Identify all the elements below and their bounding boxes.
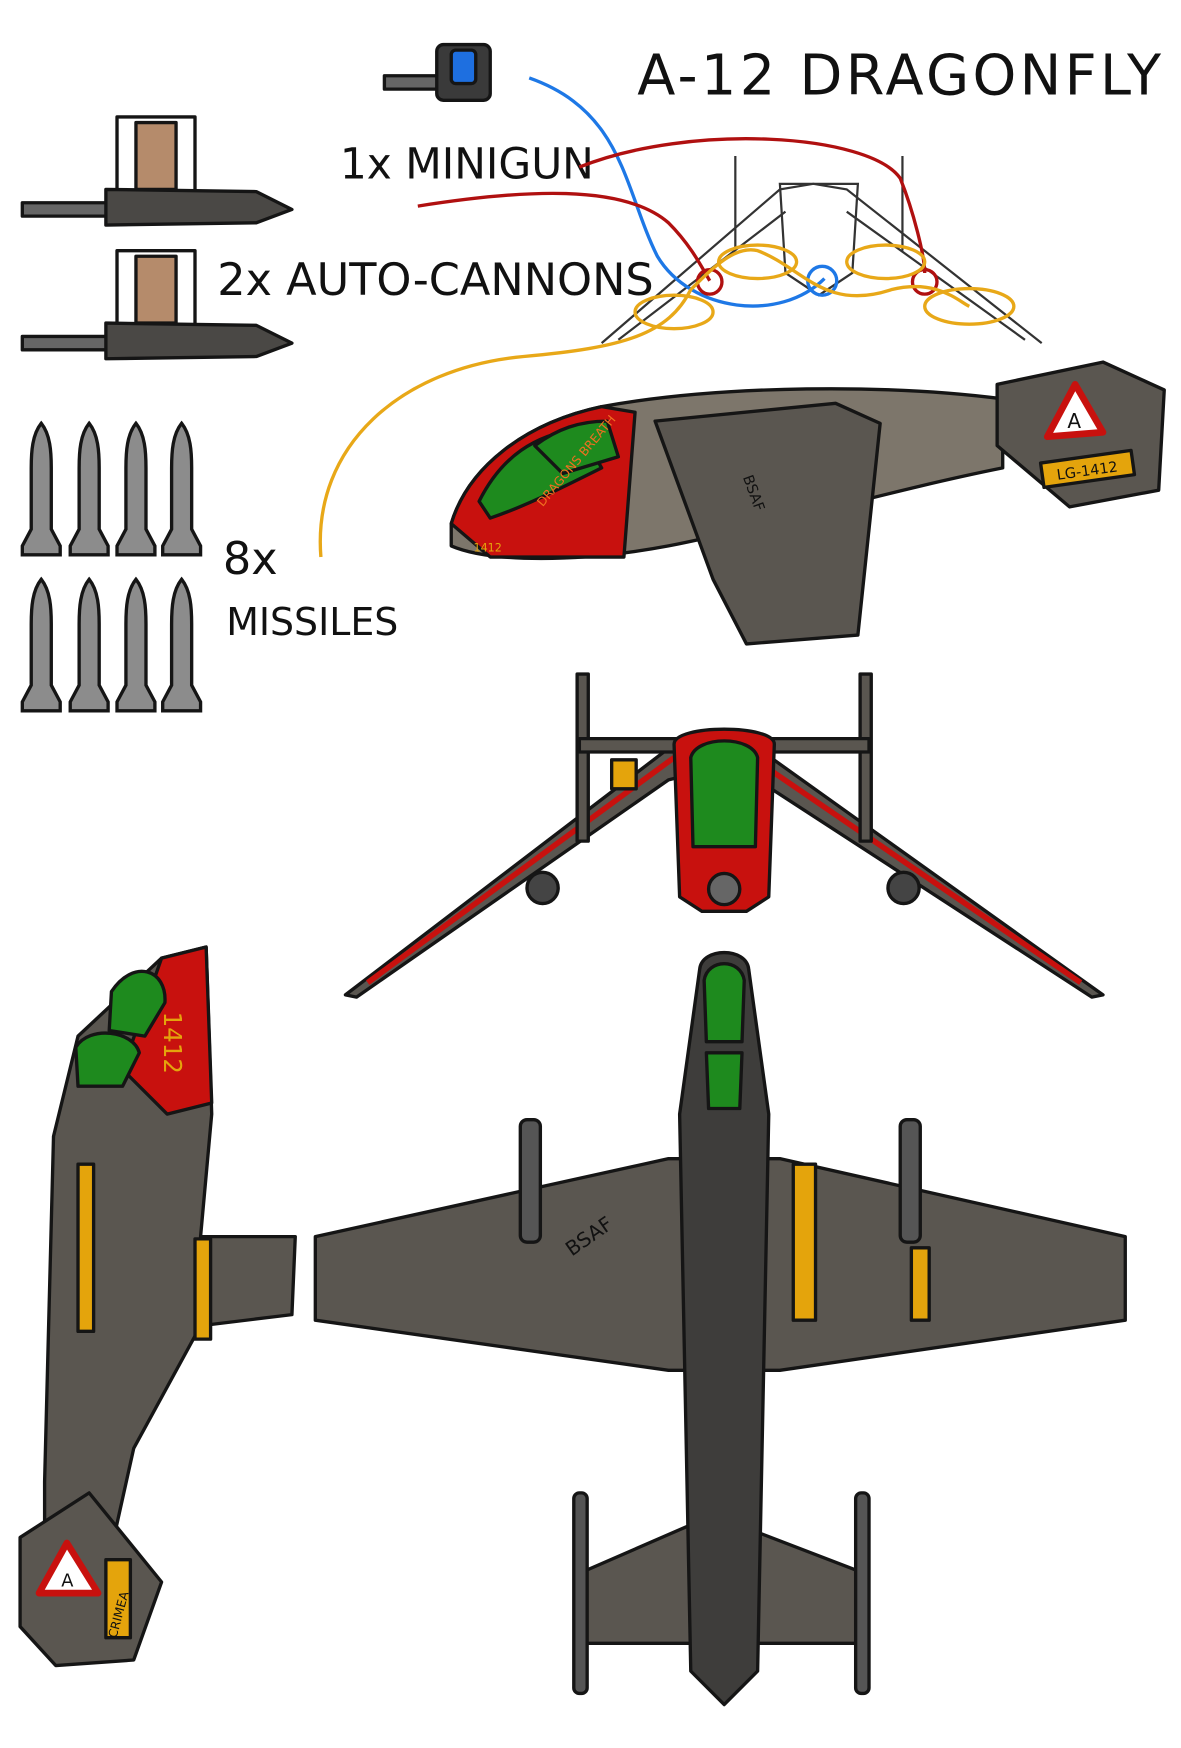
missile-icon [161, 420, 203, 557]
minigun-label: 1x MINIGUN [340, 139, 594, 188]
wireframe-front-view [600, 155, 1043, 345]
missiles-name-label: MISSILES [226, 600, 398, 644]
missile-icon [68, 576, 110, 713]
front-view-aircraft [343, 672, 1105, 999]
missile-callout-line [318, 243, 1016, 558]
missile-icon [115, 576, 157, 713]
missiles-count-label: 8x [223, 533, 278, 585]
autocannons-label: 2x AUTO-CANNONS [217, 254, 653, 306]
top-view-aircraft: BSAF [313, 950, 1127, 1707]
missile-group [20, 420, 203, 713]
nose-number: 1412 [474, 541, 502, 554]
title: A-12 DRAGONFLY [637, 44, 1164, 109]
autocannon-icon [20, 115, 294, 227]
minigun-callout-line [528, 76, 826, 308]
side-view-aircraft: A LG-1412 1412 BSAF DRAGONS BREATH [449, 360, 1166, 646]
angled-view-aircraft: A CRIMEA 1412 [18, 945, 297, 1668]
angled-nose-number: 1412 [158, 1012, 187, 1074]
minigun-icon [382, 42, 492, 102]
autocannon-icon [20, 248, 294, 361]
missile-icon [115, 420, 157, 557]
missile-icon [20, 420, 62, 557]
roundel-letter: A [1067, 409, 1081, 433]
angled-roundel-letter: A [61, 1570, 74, 1591]
missile-icon [68, 420, 110, 557]
cannon-mount-marker-right [910, 267, 939, 296]
missile-icon [20, 576, 62, 713]
cannon-callout-line [417, 137, 927, 282]
missile-icon [161, 576, 203, 713]
